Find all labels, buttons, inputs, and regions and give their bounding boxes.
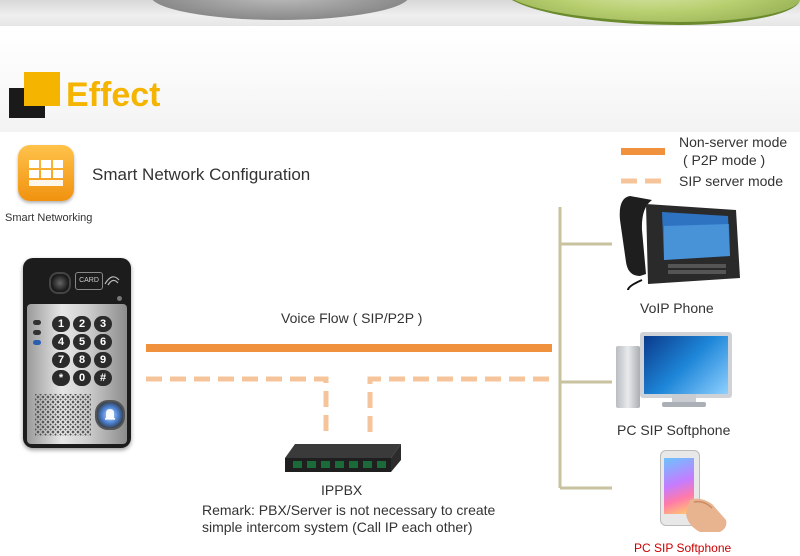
app-icon-caption: Smart Networking (5, 212, 93, 224)
legend-dashed-line (621, 178, 667, 184)
remark-line: Remark: PBX/Server is not necessary to c… (202, 502, 496, 518)
title-mark-yellow (24, 72, 60, 106)
keypad-key: # (94, 370, 112, 386)
pc-tower (616, 346, 640, 408)
bell-icon (105, 409, 115, 420)
keypad-key: 8 (73, 352, 91, 368)
legend-solid-line (621, 148, 665, 155)
keypad-key: 0 (73, 370, 91, 386)
header-band (0, 26, 800, 132)
camera-lens (49, 272, 71, 294)
status-led (117, 296, 122, 301)
speaker-grille (35, 394, 91, 436)
call-button (95, 400, 125, 430)
indicator-led (33, 340, 41, 345)
device-label: VoIP Phone (640, 300, 714, 316)
sip-server-line-right (367, 376, 552, 432)
section-title: Effect (66, 76, 161, 114)
ippbx-label: IPPBX (321, 482, 363, 498)
keypad-key: 3 (94, 316, 112, 332)
legend-label: SIP server mode (679, 173, 784, 189)
top-banner (0, 0, 800, 26)
diagram-heading: Smart Network Configuration (92, 165, 311, 184)
legend-label-sub: ( P2P mode ) (683, 152, 766, 168)
card-reader: CARD (75, 272, 103, 290)
keypad-key: * (52, 370, 70, 386)
network-bus (558, 207, 612, 490)
indicator-led (33, 320, 41, 325)
device-label-highlighted: PC SIP Softphone (634, 541, 732, 555)
hand-icon (686, 498, 727, 532)
pc (612, 332, 732, 414)
keypad-key: 2 (73, 316, 91, 332)
pc-monitor (640, 332, 732, 398)
voip-phone (612, 190, 742, 291)
keypad-key: 6 (94, 334, 112, 350)
voice-flow-label: Voice Flow ( SIP/P2P ) (281, 310, 423, 326)
legend-label: Non-server mode (679, 134, 788, 150)
smart-networking-app-icon (18, 145, 74, 201)
card-reader-wave-icon (104, 276, 120, 286)
monitor-base (662, 402, 706, 407)
keypad-key: 1 (52, 316, 70, 332)
device-label: PC SIP Softphone (617, 422, 731, 438)
remark-line: simple intercom system (Call IP each oth… (202, 519, 473, 535)
grid-icon (29, 160, 63, 186)
door-intercom: CARD 1 2 3 4 5 6 7 8 9 * 0 # (23, 258, 131, 448)
keypad-key: 7 (52, 352, 70, 368)
banner-photo (150, 0, 410, 20)
keypad-key: 5 (73, 334, 91, 350)
indicator-led (33, 330, 41, 335)
keypad-panel: 1 2 3 4 5 6 7 8 9 * 0 # (27, 304, 127, 444)
keypad-key: 4 (52, 334, 70, 350)
ippbx-device (285, 440, 401, 476)
keypad-key: 9 (94, 352, 112, 368)
voip-phone-icon (619, 196, 740, 291)
smartphone (654, 446, 730, 534)
switch-icon (285, 444, 401, 472)
monitor-stand (672, 394, 696, 402)
sip-server-line-left (146, 376, 329, 432)
